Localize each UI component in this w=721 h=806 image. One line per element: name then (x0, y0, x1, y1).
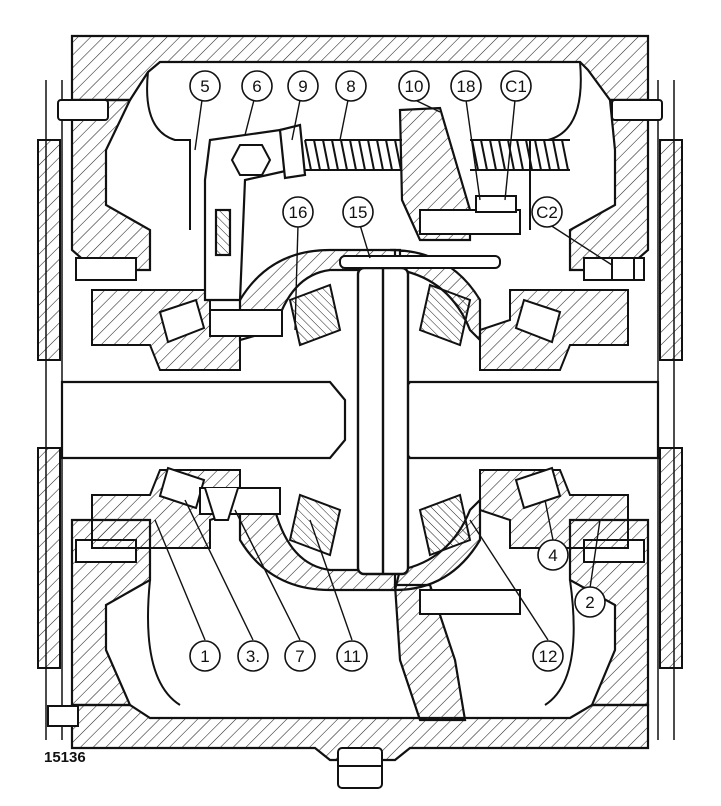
callout-7: 7 (284, 640, 316, 672)
callout-1: 1 (189, 640, 221, 672)
figure-number: 15136 (44, 749, 86, 766)
svg-text:C2: C2 (536, 203, 558, 222)
callout-12: 12 (532, 640, 564, 672)
svg-text:6: 6 (252, 77, 261, 96)
callout-18: 18 (450, 70, 482, 102)
callout-c1: C1 (500, 70, 532, 102)
svg-text:1: 1 (200, 647, 209, 666)
callout-2: 2 (574, 586, 606, 618)
callout-3: 3. (237, 640, 269, 672)
svg-text:C1: C1 (505, 77, 527, 96)
coil-spring (304, 139, 570, 171)
callout-8: 8 (335, 70, 367, 102)
crown-wheel (393, 106, 472, 722)
svg-text:3.: 3. (246, 647, 260, 666)
svg-text:18: 18 (457, 77, 476, 96)
pinion-shaft (356, 266, 410, 576)
callout-11: 11 (336, 640, 368, 672)
side-flanges (37, 139, 683, 669)
callouts: 5 6 9 8 10 18 C1 C2 16 15 1 3. 7 11 12 4… (189, 70, 606, 672)
callout-4: 4 (537, 539, 569, 571)
svg-text:4: 4 (548, 546, 557, 565)
svg-text:10: 10 (405, 77, 424, 96)
callout-16: 16 (282, 196, 314, 228)
svg-text:8: 8 (346, 77, 355, 96)
locking-dogs (199, 309, 283, 521)
lever-mechanism (203, 123, 307, 302)
callout-c2: C2 (531, 196, 563, 228)
svg-text:9: 9 (298, 77, 307, 96)
callout-6: 6 (241, 70, 273, 102)
adjusting-bolts (475, 195, 635, 281)
svg-text:12: 12 (539, 647, 558, 666)
cross-pin (339, 255, 501, 269)
callout-9: 9 (287, 70, 319, 102)
callout-15: 15 (342, 196, 374, 228)
svg-text:16: 16 (289, 203, 308, 222)
svg-text:2: 2 (585, 593, 594, 612)
housing-cavity-outline (146, 61, 582, 706)
side-gears (288, 283, 472, 557)
svg-text:11: 11 (343, 647, 361, 666)
tapered-roller-bearings (158, 298, 562, 510)
output-shaft (60, 380, 660, 460)
crown-wheel-bolts (419, 209, 521, 615)
svg-text:7: 7 (295, 647, 304, 666)
svg-text:5: 5 (200, 77, 209, 96)
leader-lines (154, 99, 613, 641)
svg-text:15: 15 (349, 203, 368, 222)
callout-5: 5 (189, 70, 221, 102)
housing (70, 34, 650, 762)
drain-plug (337, 747, 383, 789)
callout-10: 10 (398, 70, 430, 102)
